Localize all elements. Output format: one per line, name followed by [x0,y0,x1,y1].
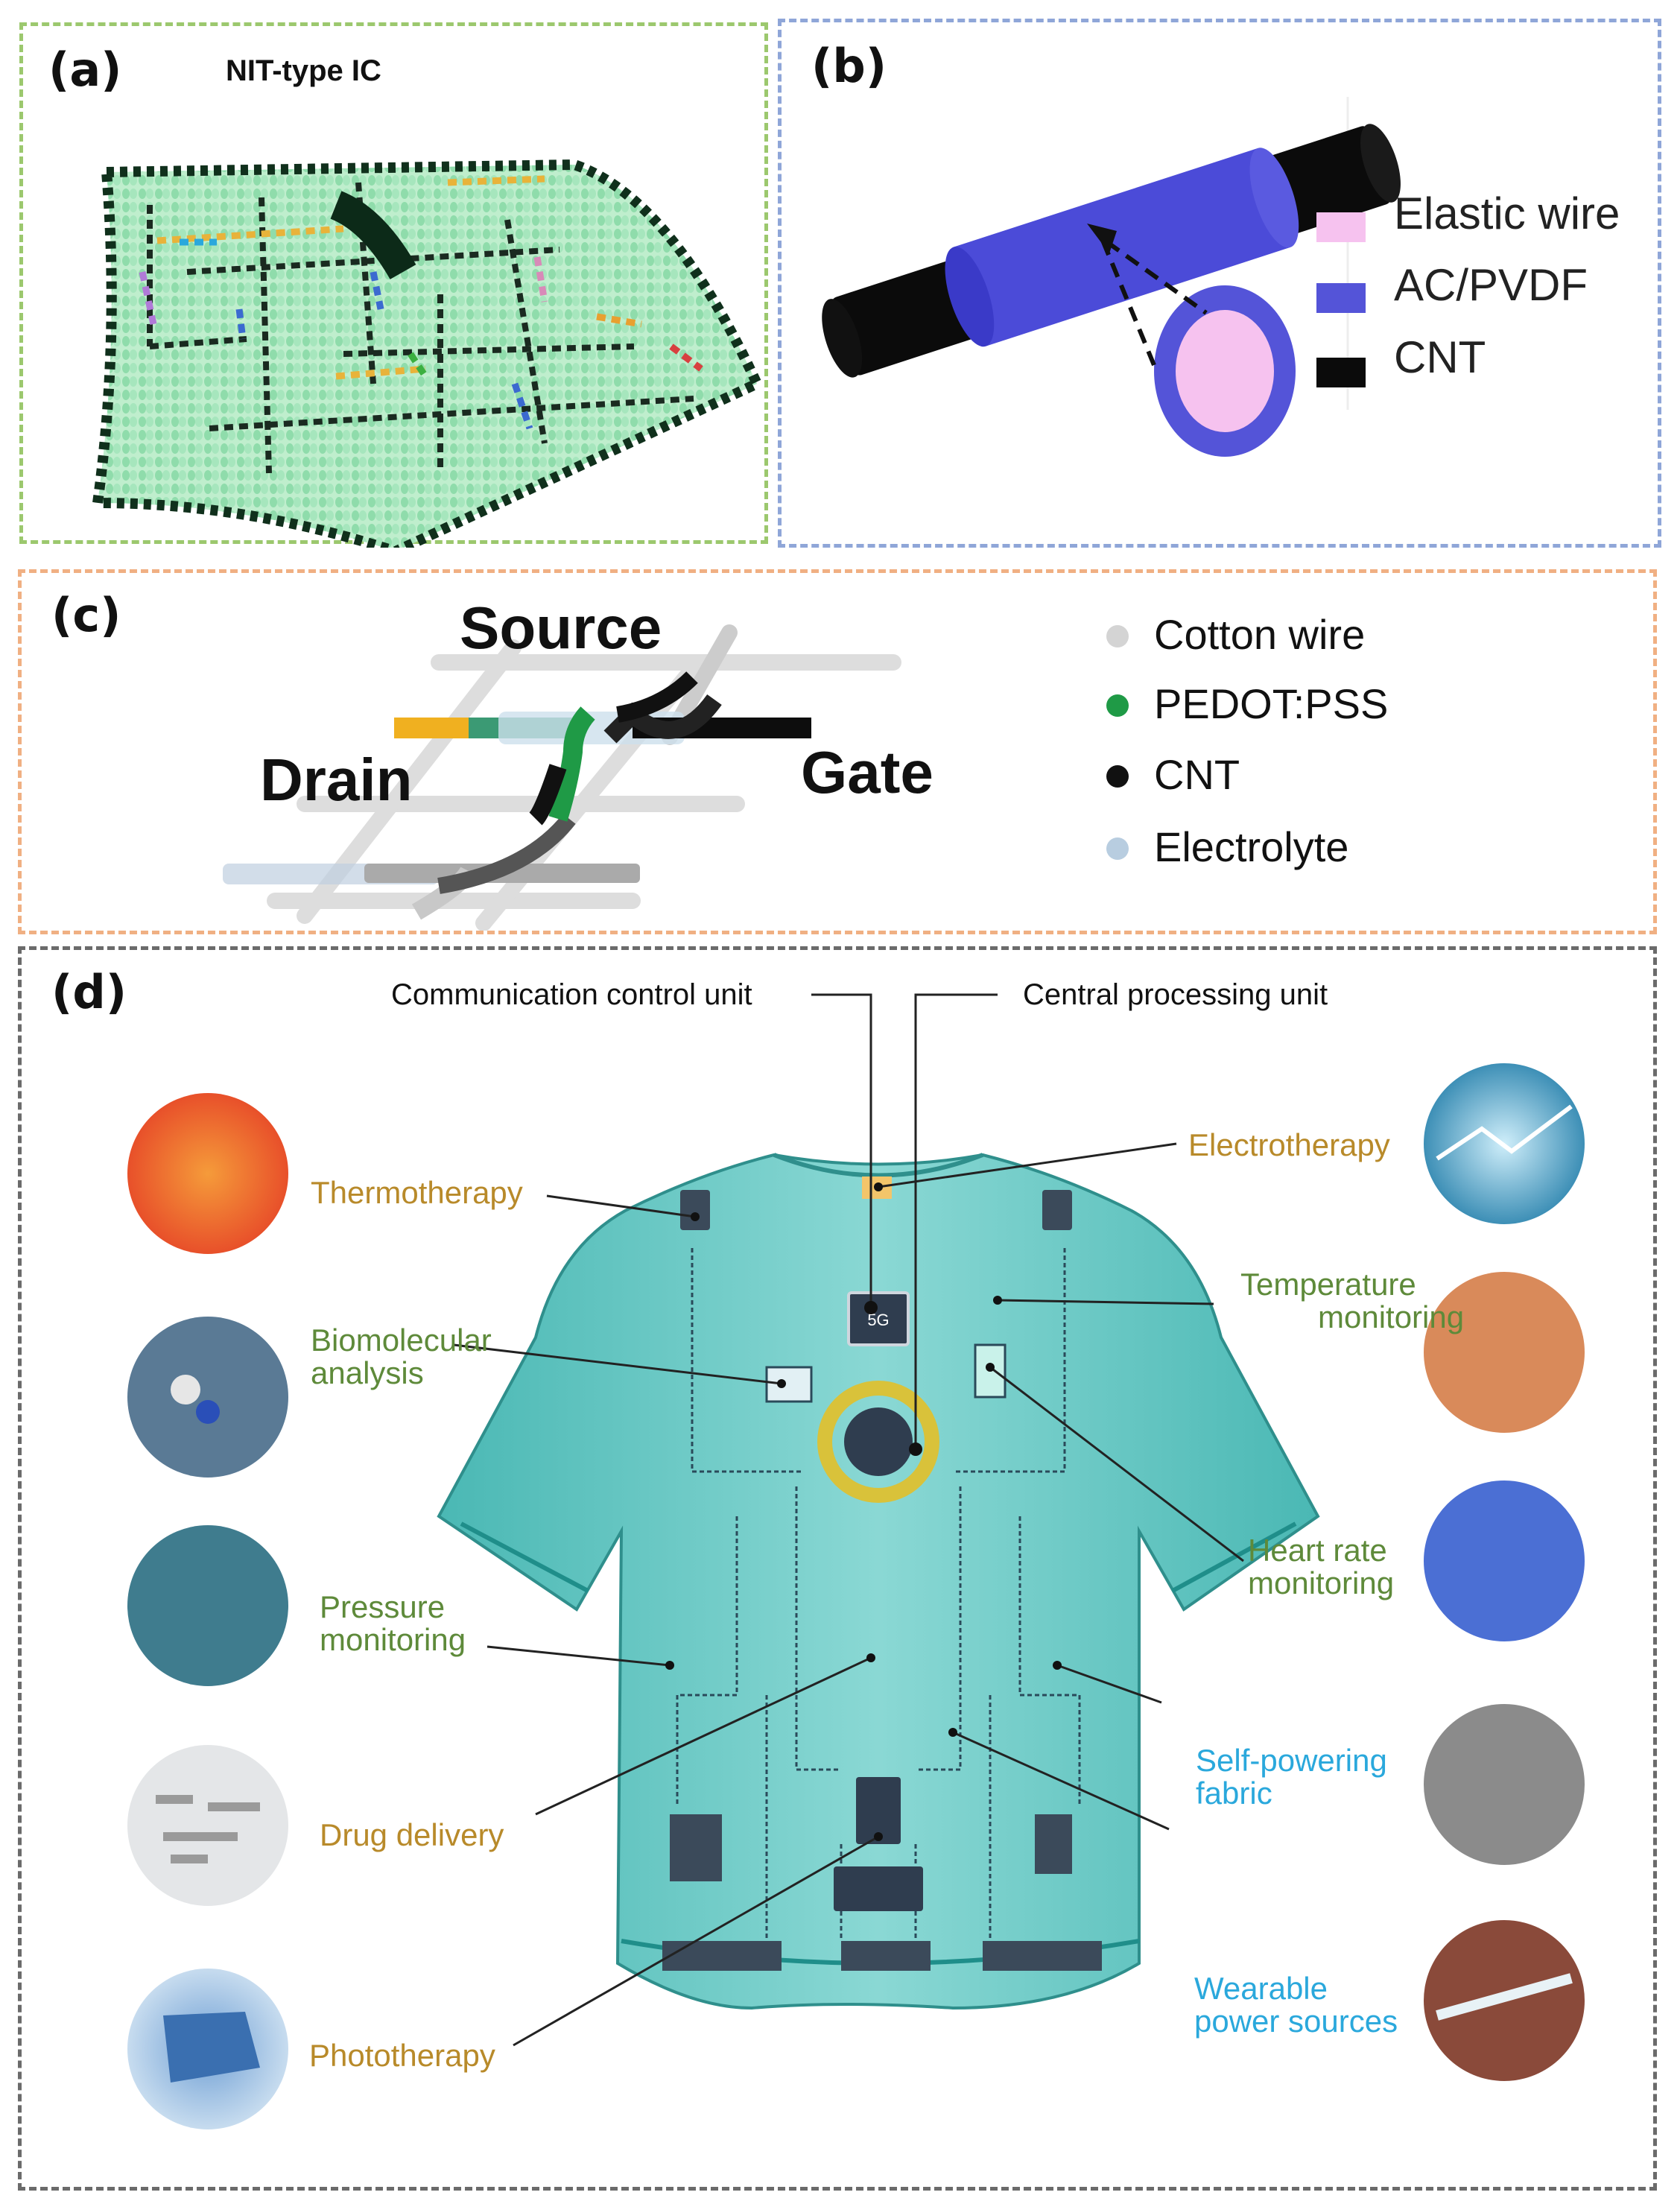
panel-a-label: (a) [48,42,122,97]
temperature-label-line1: Temperature [1240,1267,1416,1302]
temperature-label-line2: monitoring [1318,1299,1465,1334]
thermotherapy-label: Thermotherapy [311,1175,523,1210]
pressure-thumbnail [127,1525,288,1686]
drug-delivery-thumbnail [127,1745,288,1906]
panel-a: (a) NIT-type IC [19,22,768,548]
legend-dot-pedot [1106,694,1129,717]
panel-c-label: (c) [51,588,121,642]
panel-c: (c) Source Drain Gate Cotton wire PEDOT:… [18,569,1657,934]
central-processing-unit-label: Central processing unit [1023,978,1328,1011]
legend-dot-cotton-wire [1106,625,1129,647]
biomolecular-label-line2: analysis [311,1355,424,1390]
knitted-fabric-illustration [91,159,764,548]
pressure-label-line2: monitoring [320,1622,466,1657]
heart-rate-thumbnail [1424,1480,1585,1641]
panel-b-label: (b) [811,39,887,93]
self-powering-label-line1: Self-powering [1196,1743,1387,1778]
self-powering-label-line2: fabric [1196,1776,1272,1811]
legend-dot-cnt [1106,765,1129,788]
legend-label-electrolyte: Electrolyte [1154,823,1349,870]
smart-shirt-illustration: 5G [127,993,1585,2129]
legend-dot-electrolyte [1106,837,1129,860]
panel-a-title: NIT-type IC [226,54,381,87]
legend-label-elastic-wire: Elastic wire [1394,189,1620,238]
biomolecular-thumbnail [127,1317,288,1478]
communication-control-unit-label: Communication control unit [391,978,752,1011]
legend-swatch-ac-pvdf [1316,283,1366,313]
legend-label-pedot: PEDOT:PSS [1154,680,1389,727]
terminal-label-source: Source [460,595,662,661]
phototherapy-label: Phototherapy [309,2038,495,2073]
wearable-power-label-line1: Wearable [1194,1971,1328,2006]
legend-label-cnt-c: CNT [1154,751,1240,798]
self-powering-thumbnail [1424,1704,1585,1865]
electrotherapy-label: Electrotherapy [1188,1127,1390,1162]
wearable-power-label-line2: power sources [1194,2004,1398,2039]
biomolecular-label-line1: Biomolecular [311,1323,492,1358]
terminal-label-gate: Gate [801,739,933,805]
panel-b: (b) Elastic wire AC/PVDF CNT [778,19,1661,548]
terminal-label-drain: Drain [260,747,413,813]
panel-d: (d) [18,946,1657,2191]
legend-label-cotton-wire: Cotton wire [1154,611,1366,658]
transistor-illustration [223,624,901,931]
heart-rate-label-line1: Heart rate [1248,1533,1387,1568]
panel-d-label: (d) [51,965,127,1019]
thermotherapy-thumbnail [127,1093,288,1254]
legend-label-cnt: CNT [1394,332,1486,382]
temperature-thumbnail [1424,1272,1585,1433]
legend-swatch-cnt [1316,358,1366,387]
drug-delivery-label: Drug delivery [320,1817,504,1852]
legend-swatch-elastic-wire [1316,212,1366,242]
coaxial-fiber-illustration [822,97,1401,457]
legend-label-ac-pvdf: AC/PVDF [1394,260,1588,310]
heart-rate-label-line2: monitoring [1248,1565,1395,1600]
pressure-label-line1: Pressure [320,1589,446,1624]
